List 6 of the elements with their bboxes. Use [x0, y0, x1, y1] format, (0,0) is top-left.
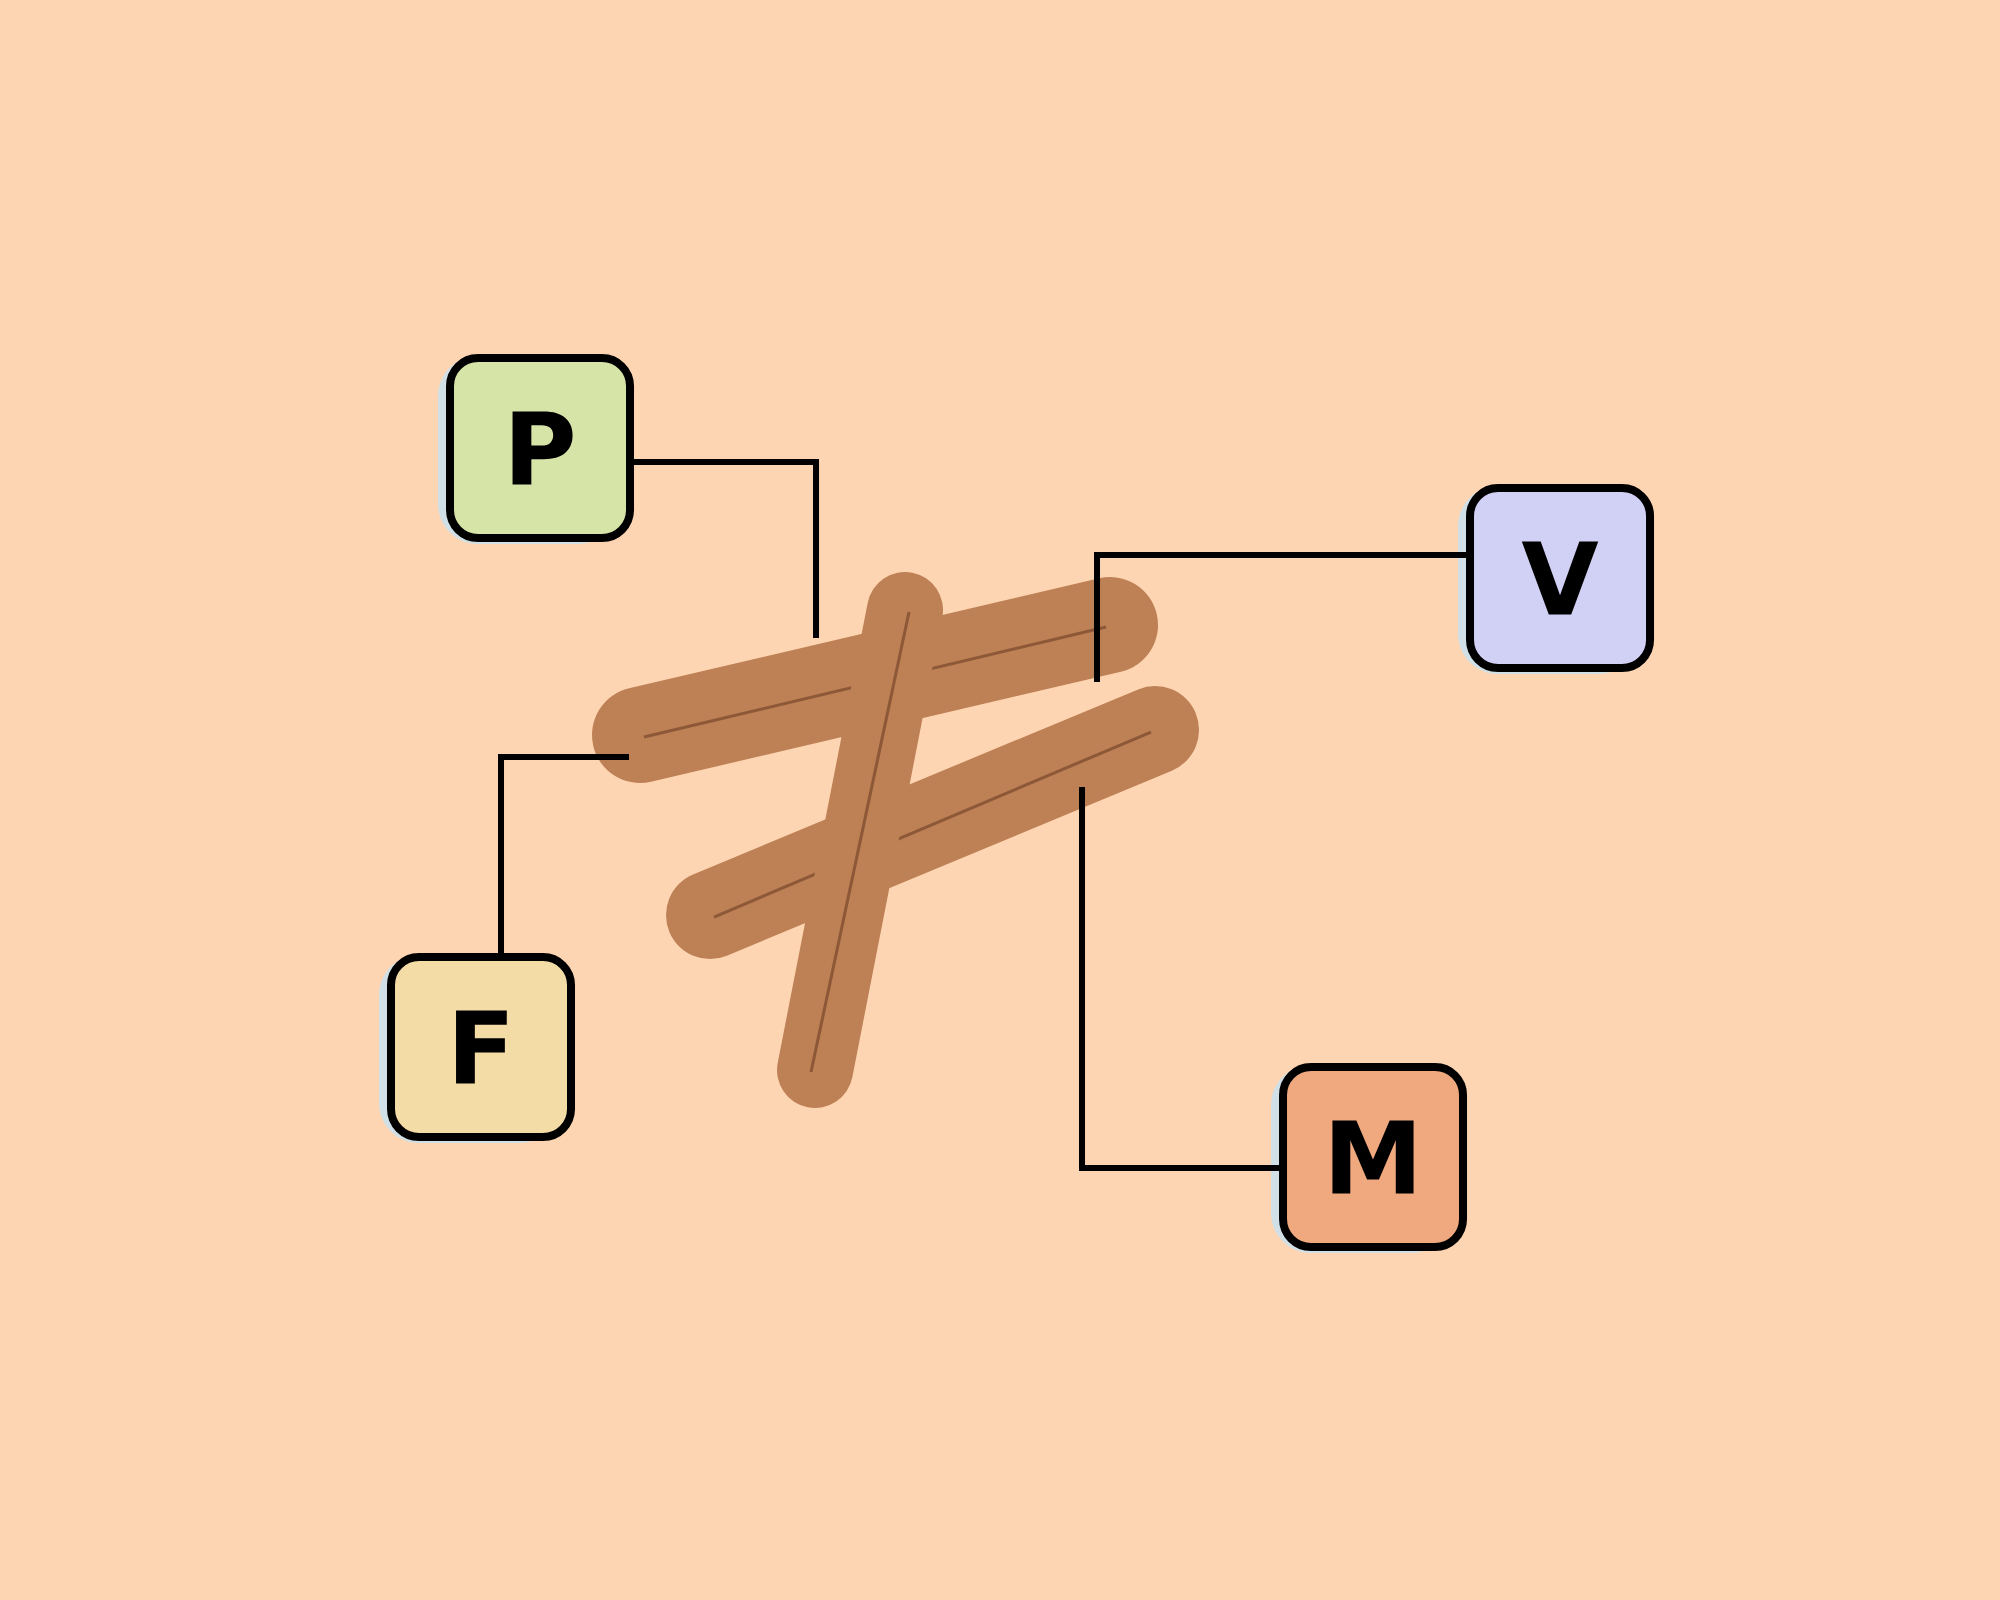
letter-tile: V: [1458, 484, 1655, 674]
letter-tile: F: [379, 953, 575, 1143]
connector-line: [1079, 787, 1279, 1171]
letter-tile: M: [1271, 1063, 1468, 1253]
cinnamon-sticks-drawing: [592, 572, 1199, 1108]
letter-tile: P: [438, 354, 634, 544]
